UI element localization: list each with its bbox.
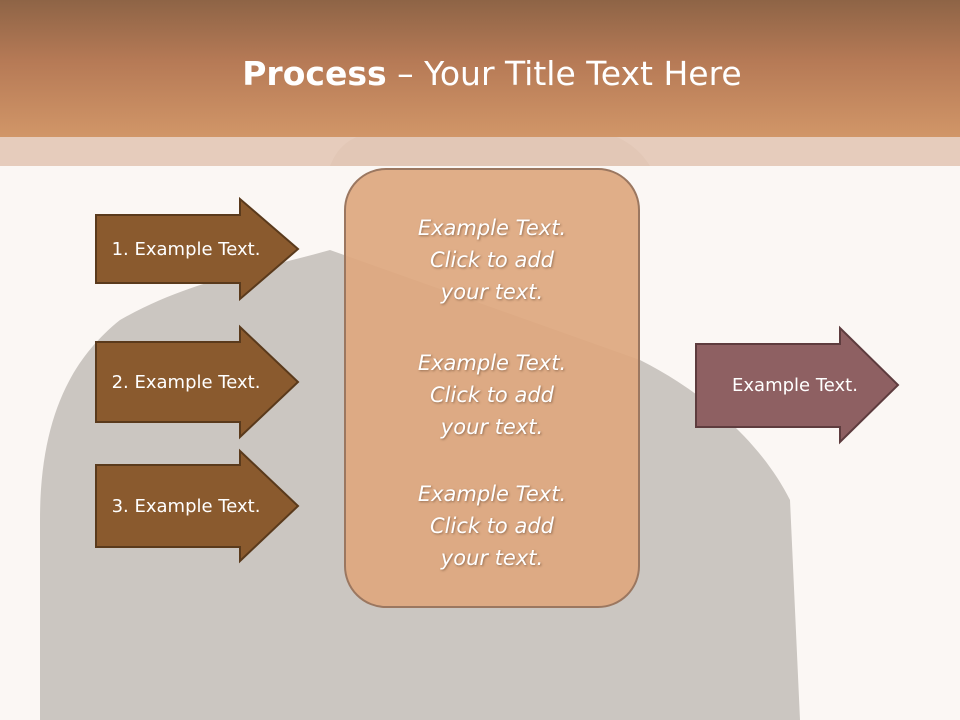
output-arrow-label: Example Text. [732,374,858,396]
input-arrow-label: 3. Example Text. [111,495,261,517]
center-text-line: Example Text. [417,351,567,375]
center-text-line: your text. [440,280,544,304]
center-text-line: Example Text. [417,216,567,240]
input-arrow-3[interactable]: 3. Example Text. [95,448,300,564]
center-text-block-1: Example Text. Click to add your text. [346,212,638,308]
header-strip [0,137,960,166]
center-text-line: your text. [440,546,544,570]
input-arrow-label: 2. Example Text. [111,371,261,393]
center-text-line: Example Text. [417,482,567,506]
center-text-line: Click to add [429,248,554,272]
center-text-block-3: Example Text. Click to add your text. [346,478,638,574]
input-arrow-1[interactable]: 1. Example Text. [95,196,300,302]
slide-title-rest: – Your Title Text Here [386,54,742,93]
title-header-bar [0,0,960,137]
center-process-box[interactable]: Example Text. Click to add your text. Ex… [344,168,640,608]
center-text-line: Click to add [429,514,554,538]
center-text-line: your text. [440,415,544,439]
center-text-block-2: Example Text. Click to add your text. [346,347,638,443]
center-text-line: Click to add [429,383,554,407]
slide-title-bold: Process [242,54,387,93]
slide-title[interactable]: Process – Your Title Text Here [0,52,960,96]
input-arrow-label: 1. Example Text. [111,238,261,260]
input-arrow-2[interactable]: 2. Example Text. [95,324,300,440]
output-arrow[interactable]: Example Text. [695,325,900,445]
